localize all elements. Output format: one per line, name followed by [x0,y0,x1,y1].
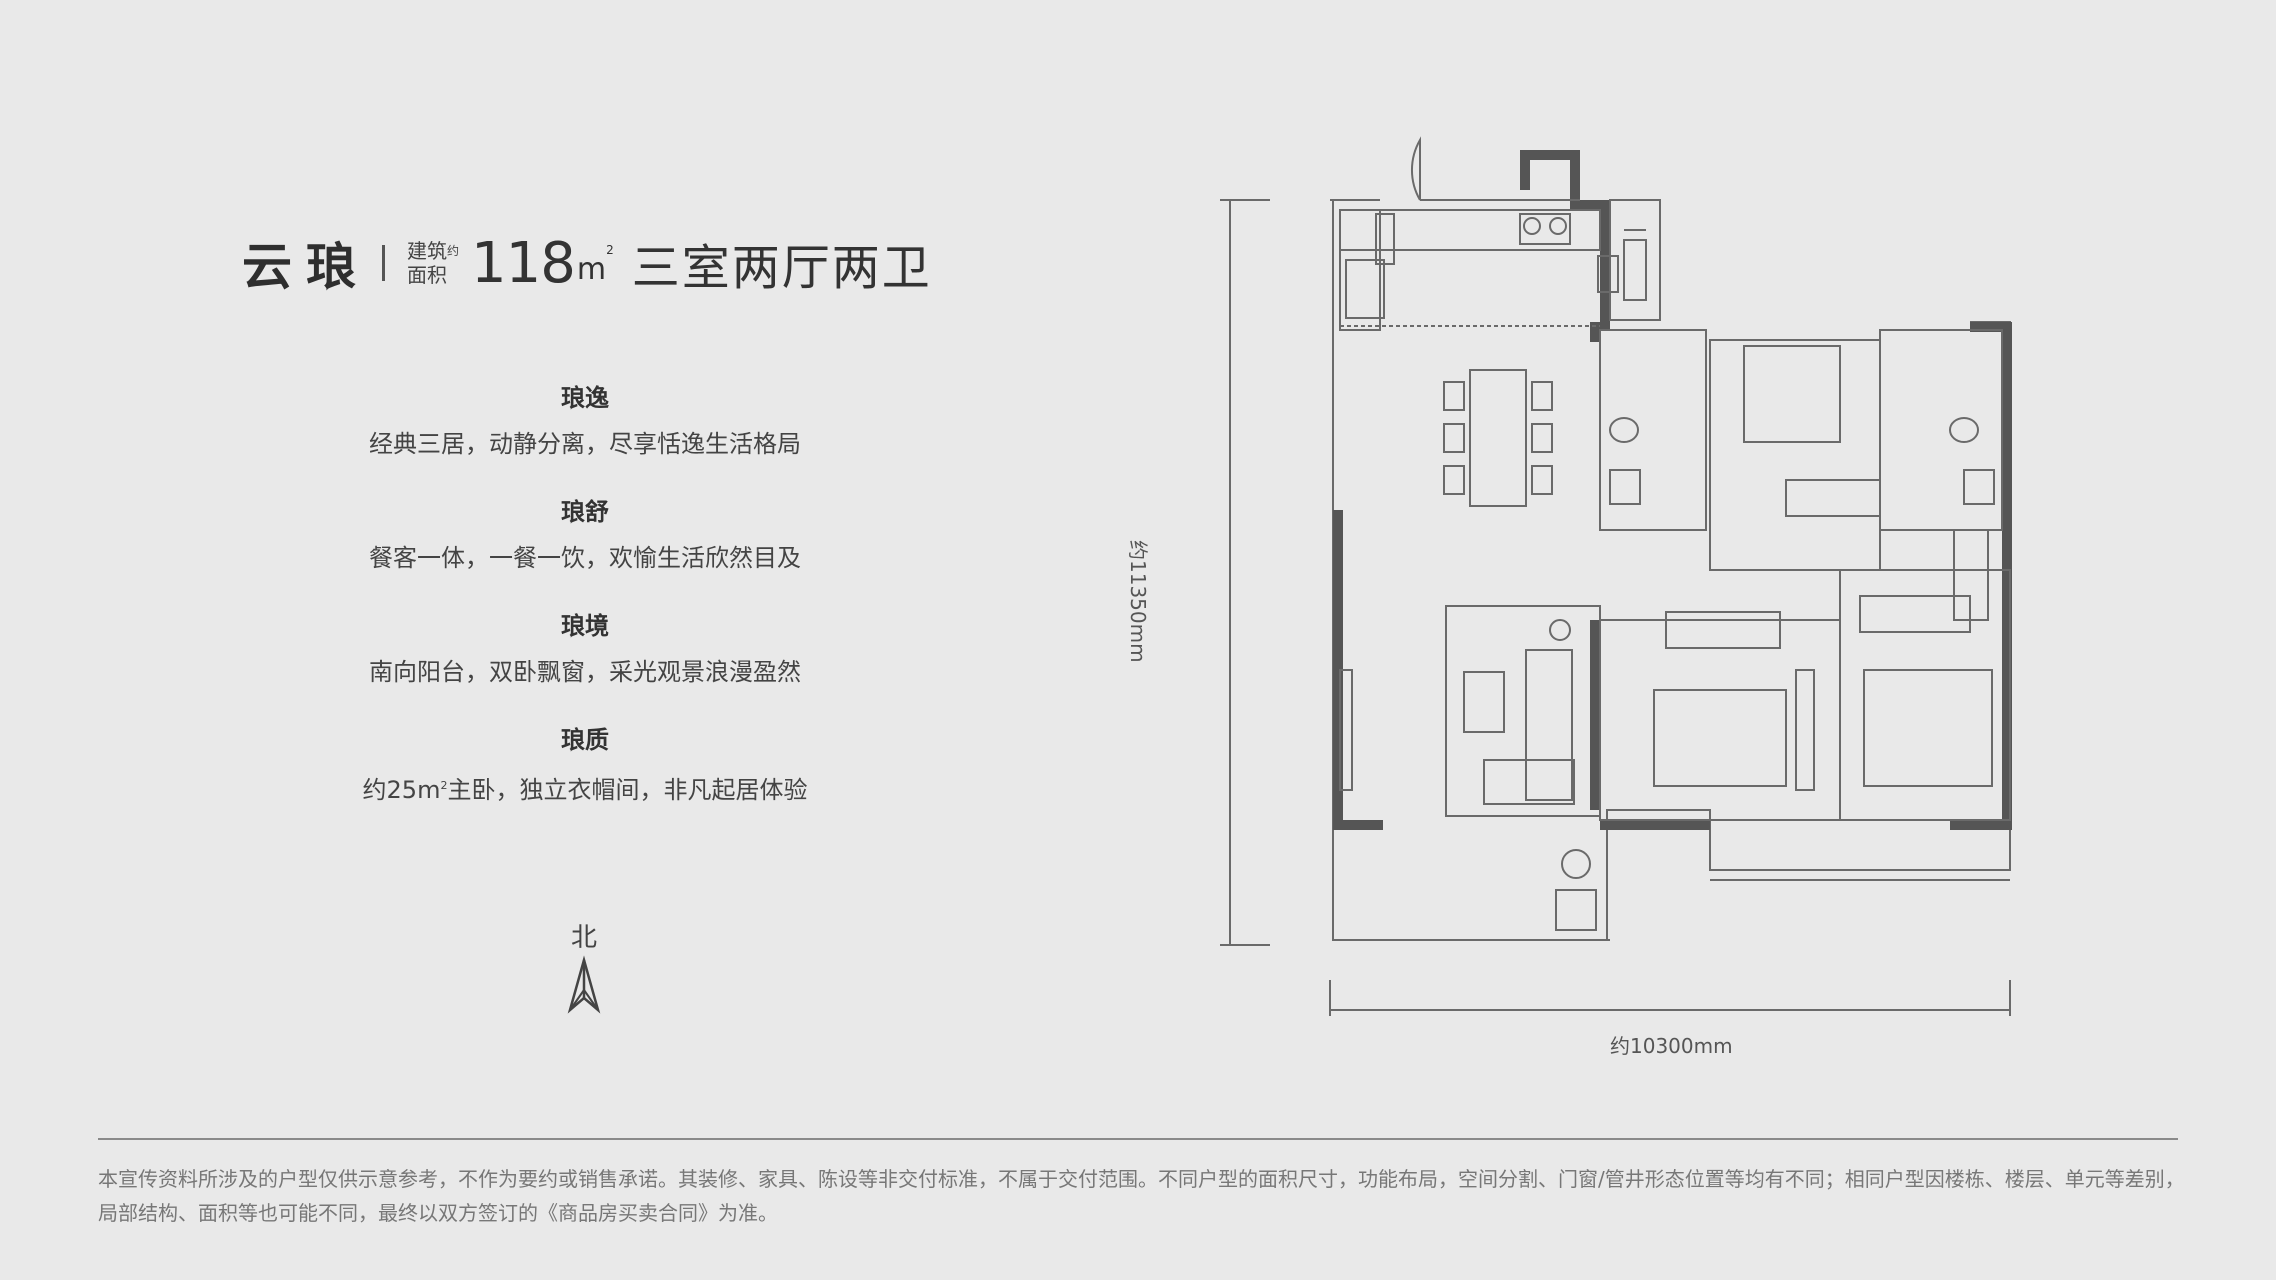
north-arrow-icon [567,955,601,1014]
bed [1863,669,1993,787]
area-approx-badge: 约 [447,244,460,258]
stove-burner [1549,217,1567,235]
feature-desc: 南向阳台，双卧飘窗，采光观景浪漫盈然 [369,658,801,686]
laundry-basin [1561,849,1591,879]
wall [1333,820,1383,830]
dimension-width-label: 约10300mm [1610,1034,1733,1058]
utility-cabinet [1609,199,1661,321]
wall [1600,200,1610,330]
wall [1600,820,1710,830]
sofa [1525,649,1573,801]
feature-item: 琅舒 餐客一体，一餐一饮，欢愉生活欣然目及 [240,494,930,578]
bathroom-2 [1879,329,2003,531]
toilet [1949,417,1979,443]
bathroom-1 [1599,329,1707,531]
feature-item: 琅境 南向阳台，双卧飘窗，采光观景浪漫盈然 [240,608,930,692]
wall [1970,322,2012,332]
bath-sink [1963,469,1995,505]
wall [1333,510,1343,830]
feature-title: 琅境 [561,612,609,640]
unit-name: 云琅 [242,238,370,296]
dimension-height-label: 约11350mm [1126,540,1150,663]
feature-title: 琅质 [561,726,609,754]
stove-burner [1523,217,1541,235]
wall [1590,322,1600,342]
area-label: 建筑约 面积 [407,239,460,287]
dining-chair [1443,381,1465,411]
dining-chair [1443,423,1465,453]
balcony-outline [1332,830,1610,941]
footer-divider [98,1138,2178,1140]
kitchen-door-arc [1410,136,1421,201]
bay-window [1795,669,1815,791]
sink [1597,255,1619,293]
layout-type: 三室两厅两卫 [631,240,932,296]
washing-machine [1555,889,1597,931]
dining-chair [1531,465,1553,495]
disclaimer-text: 本宣传资料所涉及的户型仅供示意参考，不作为要约或销售承诺。其装修、家具、陈设等非… [98,1167,2185,1225]
stove [1519,213,1571,245]
dining-chair [1443,465,1465,495]
bedroom-master [1839,569,2011,821]
toilet [1609,417,1639,443]
feature-list: 琅逸 经典三居，动静分离，尽享恬逸生活格局 琅舒 餐客一体，一餐一饮，欢愉生活欣… [240,380,930,840]
feature-desc: 经典三居，动静分离，尽享恬逸生活格局 [369,430,801,458]
wall [2002,322,2012,822]
feature-desc: 餐客一体，一餐一饮，欢愉生活欣然目及 [369,544,801,572]
fridge [1345,259,1385,319]
living-room-zone [1445,605,1601,817]
bed [1743,345,1841,443]
bedroom-small [1709,339,1881,571]
feature-item: 琅逸 经典三居，动静分离，尽享恬逸生活格局 [240,380,930,464]
area-unit: m2 [576,242,614,287]
plant-pot [1549,619,1571,641]
wall [1520,150,1580,160]
wall [1570,200,1610,210]
closet [1953,529,1989,621]
header-divider [382,245,385,281]
feature-title: 琅逸 [561,384,609,412]
wardrobe [1859,595,1971,633]
dining-chair [1531,423,1553,453]
sofa-back [1483,759,1575,805]
wall [1950,820,2012,830]
wardrobe [1665,611,1781,649]
plan-header: 云琅 建筑约 面积 118 m2 三室两厅两卫 [242,228,932,298]
bath-sink [1609,469,1641,505]
balcony-window [1339,669,1353,791]
wardrobe [1785,479,1881,517]
feature-desc: 约25m2主卧，独立衣帽间，非凡起居体验 [362,776,808,804]
bed [1653,689,1787,787]
coffee-table [1463,671,1505,733]
feature-item: 琅质 约25m2主卧，独立衣帽间，非凡起居体验 [240,722,930,810]
north-compass: 北 [560,922,608,1020]
utility-rack [1623,239,1647,301]
window [1375,213,1395,265]
compass-label: 北 [570,923,597,953]
wall [1590,620,1600,810]
dining-chair [1531,381,1553,411]
wall [1520,150,1530,190]
floor-plan [1220,136,2012,1016]
area-value: 118 [471,230,576,296]
wall [1570,150,1580,210]
kitchen-counter [1339,209,1381,331]
feature-title: 琅舒 [561,498,609,526]
dining-table [1469,369,1527,507]
